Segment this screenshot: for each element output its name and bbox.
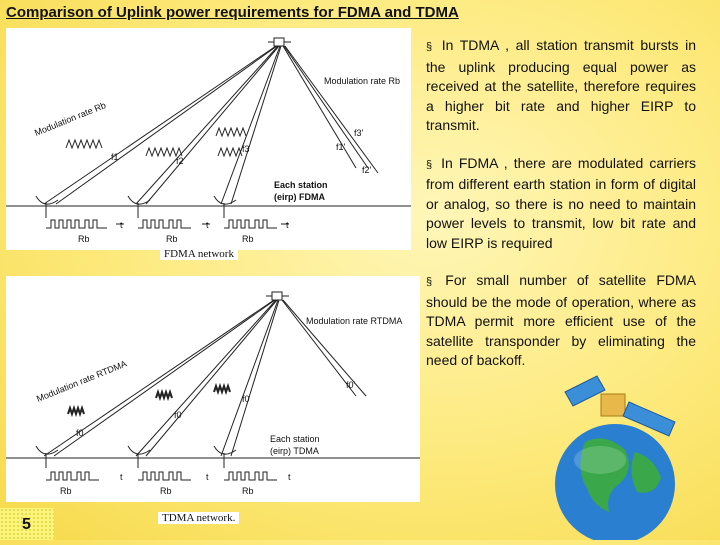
eirp-label: (eirp) FDMA (274, 192, 325, 202)
satellite-icon (564, 375, 676, 437)
tdma-network-caption: TDMA network. (158, 512, 240, 524)
bullet-marker: § (426, 41, 433, 53)
rate-label: Rb (242, 486, 254, 496)
bullet-item: § For small number of satellite FDMA sho… (426, 272, 696, 368)
bullet-marker: § (426, 158, 433, 171)
freq-label: f3' (354, 128, 364, 138)
freq-label: f0 (242, 394, 250, 404)
slide-title: Comparison of Uplink power requirements … (6, 4, 459, 21)
each-station-label: Each station (270, 434, 320, 444)
time-label: t (206, 472, 209, 482)
fdma-diagram: Modulation rate Rb Modulation rate Rb f1… (6, 28, 411, 250)
time-label: t (120, 472, 123, 482)
time-label: t (120, 220, 123, 230)
modulation-rate-label-right: Modulation rate RTDMA (306, 316, 402, 326)
bullet-item: § In TDMA , all station transmit bursts … (426, 37, 696, 133)
earth-station-icon (127, 445, 151, 468)
tdma-diagram: Modulation rate RTDMA Modulation rate RT… (6, 276, 420, 502)
rate-label: Rb (78, 234, 90, 244)
rate-label: Rb (60, 486, 72, 496)
bullet-list: § In TDMA , all station transmit bursts … (426, 36, 696, 389)
rate-label: Rb (242, 234, 254, 244)
freq-label: f0 (174, 410, 182, 420)
satellite-icon (266, 291, 289, 301)
earth-station-icon (35, 445, 59, 468)
earth-station-icon (127, 195, 151, 218)
fdma-diagram-svg: Modulation rate Rb Modulation rate Rb f1… (6, 37, 411, 244)
modulation-rate-label-left: Modulation rate RTDMA (35, 358, 128, 403)
freq-label: f2' (362, 165, 372, 175)
earth-station-icon (35, 195, 59, 218)
tdma-diagram-svg: Modulation rate RTDMA Modulation rate RT… (6, 291, 420, 496)
modulation-rate-label-left: Modulation rate Rb (33, 100, 107, 138)
time-label: t (288, 472, 291, 482)
eirp-label: (eirp) TDMA (270, 446, 319, 456)
bullet-marker: § (426, 276, 433, 288)
time-label: t (286, 220, 289, 230)
rate-label: Rb (160, 486, 172, 496)
globe-satellite-illustration (545, 372, 720, 544)
time-label: t (206, 220, 209, 230)
freq-label: f0 (76, 428, 84, 438)
page-number: 5 (22, 516, 31, 533)
page-number-box (0, 508, 54, 540)
freq-label: f3 (242, 144, 250, 154)
satellite-icon (268, 37, 291, 47)
earth-station-icon (213, 445, 237, 468)
freq-label: f1' (336, 142, 346, 152)
rate-label: Rb (166, 234, 178, 244)
freq-label: f1 (111, 152, 119, 162)
freq-label: f2 (176, 156, 184, 166)
bullet-item: § In FDMA , there are modulated carriers… (426, 154, 696, 251)
modulation-rate-label-right: Modulation rate Rb (324, 76, 400, 86)
each-station-label: Each station (274, 180, 328, 190)
freq-label: f0' (346, 380, 356, 390)
globe-icon (555, 424, 675, 544)
fdma-network-caption: FDMA network (160, 248, 238, 260)
